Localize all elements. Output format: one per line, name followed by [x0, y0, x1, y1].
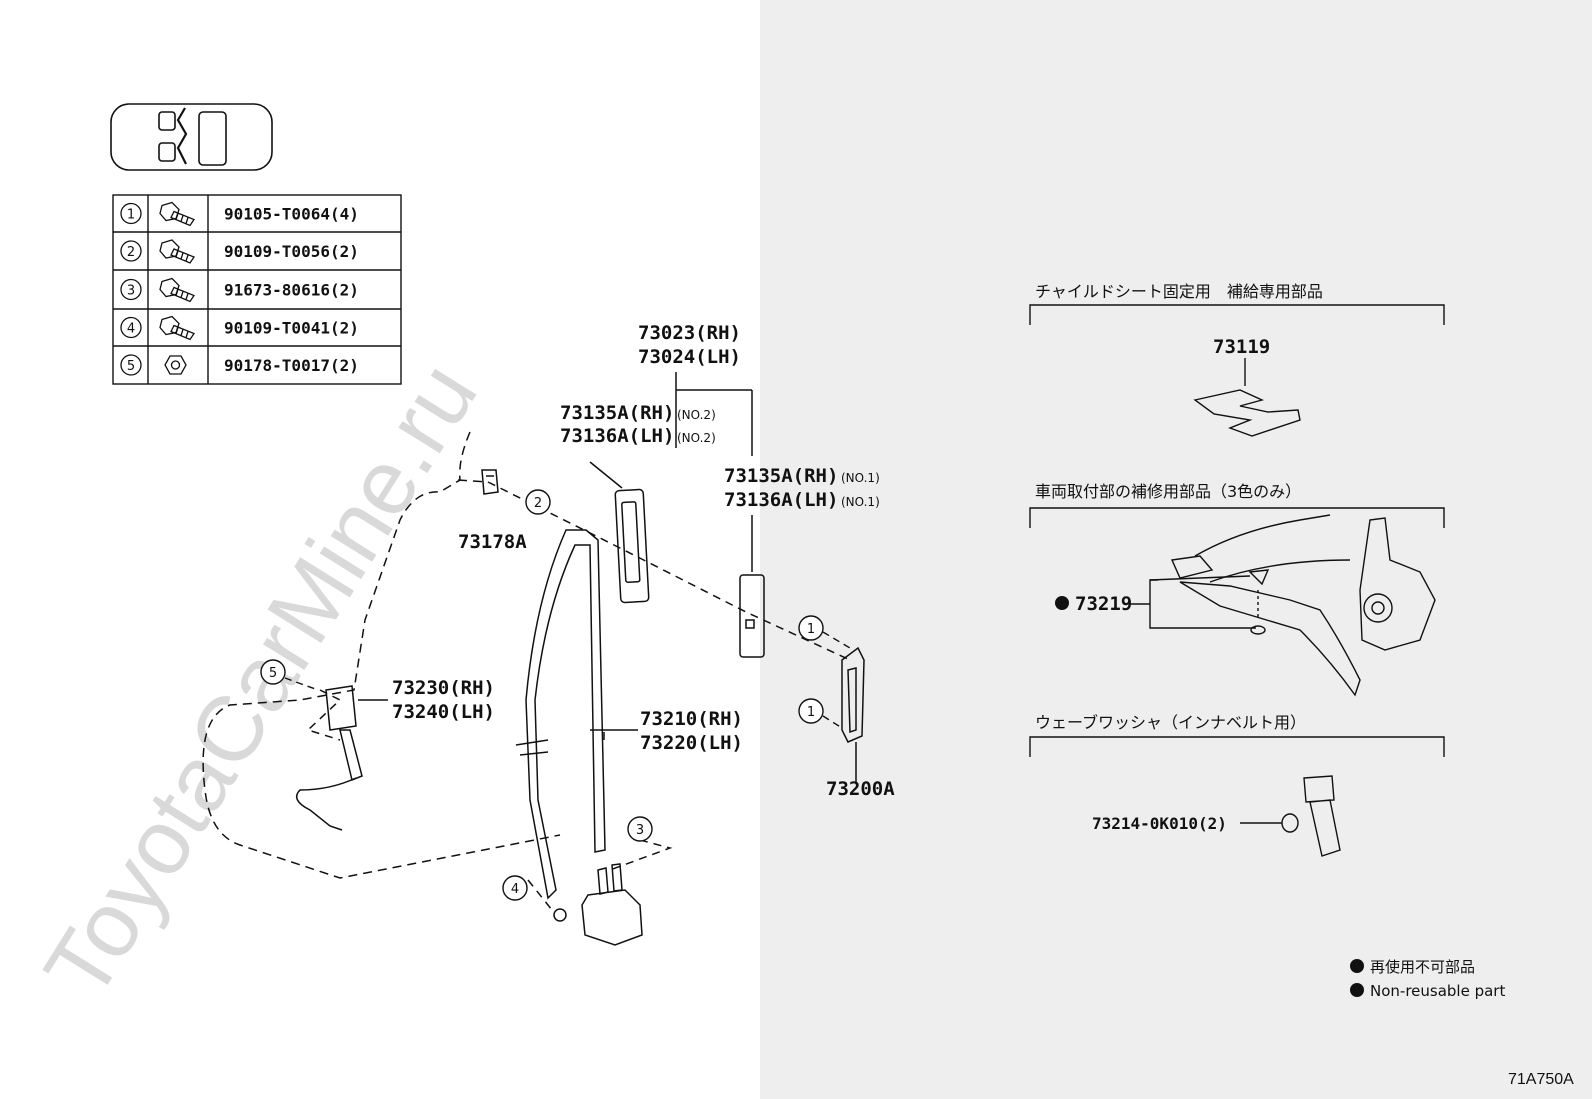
callout-4: 4 [511, 882, 519, 897]
callout-1a: 1 [807, 622, 815, 637]
table-index: 5 [127, 359, 135, 374]
child-seat-bracket [1193, 389, 1301, 437]
inner-belt-sketch [1303, 775, 1341, 857]
label-cover2-rh: 73135A(RH) [560, 402, 674, 424]
label-child-seat-part: 73119 [1213, 336, 1270, 358]
section-washer: ウェーブワッシャ（インナベルト用） [1035, 713, 1306, 732]
table-index-circle [120, 240, 142, 262]
callout-circles [260, 489, 824, 901]
label-belt-lh: 73220(LH) [640, 732, 743, 754]
table-index: 1 [127, 208, 135, 223]
right-panel-background [760, 0, 1592, 1099]
table-part-number: 91673-80616(2) [224, 281, 359, 300]
cover-no2 [614, 488, 650, 604]
label-guide-lh: 73024(LH) [638, 346, 741, 368]
vehicle-position-icon [110, 103, 273, 171]
legend-jp: 再使用不可部品 [1370, 958, 1475, 976]
label-clip: 73178A [458, 531, 527, 553]
label-cover1-lh-no: (NO.1) [841, 495, 880, 509]
legend-dot-jp [1350, 959, 1364, 973]
non-reusable-dot [1055, 596, 1069, 610]
label-guide-rh: 73023(RH) [638, 322, 741, 344]
legend-en: Non-reusable part [1370, 982, 1505, 1000]
table-index-circle [120, 278, 142, 301]
label-buckle-lh: 73240(LH) [392, 701, 495, 723]
table-index: 2 [127, 245, 135, 260]
bolt-icon [159, 201, 195, 227]
bolt-icon [159, 315, 195, 341]
legend-dot-en [1350, 983, 1364, 997]
belt-webbing [525, 529, 606, 900]
callout-2: 2 [534, 496, 542, 511]
nut-icon [164, 355, 187, 375]
clip-73178A [481, 469, 499, 495]
table-index: 3 [127, 284, 135, 299]
section-child-seat: チャイルドシート固定用 補給専用部品 [1035, 282, 1323, 301]
cover-no1 [739, 574, 765, 658]
buckle-73230 [325, 685, 363, 782]
label-washer-part: 73214-0K010(2) [1092, 814, 1227, 833]
table-index-circle [120, 316, 142, 339]
label-cover1-lh: 73136A(LH) [724, 489, 838, 511]
table-part-number: 90109-T0041(2) [224, 319, 359, 338]
label-belt-rh: 73210(RH) [640, 708, 743, 730]
table-index-circle [120, 202, 142, 225]
callout-1b: 1 [807, 705, 815, 720]
bolt-icon [159, 239, 195, 264]
diagram-code: 71A750A [1508, 1071, 1574, 1088]
label-adjuster: 73200A [826, 778, 895, 800]
retractor [581, 863, 643, 946]
callout-5: 5 [269, 666, 277, 681]
table-part-number: 90105-T0064(4) [224, 205, 359, 224]
adjuster-73200A [841, 646, 865, 743]
label-cover1-rh-no: (NO.1) [841, 471, 880, 485]
table-part-number: 90109-T0056(2) [224, 242, 359, 261]
table-index-circle [120, 354, 142, 376]
retractor-sketch [1359, 517, 1436, 651]
table-part-number: 90178-T0017(2) [224, 356, 359, 375]
repair-bracket-sketch [1170, 555, 1361, 697]
callout-3: 3 [636, 823, 644, 838]
label-repair-part: 73219 [1075, 593, 1132, 615]
fastener-table [112, 194, 402, 385]
table-index: 4 [127, 322, 135, 337]
label-cover2-lh-no: (NO.2) [677, 431, 716, 445]
label-cover1-rh: 73135A(RH) [724, 465, 838, 487]
label-cover2-rh-no: (NO.2) [677, 408, 716, 422]
label-cover2-lh: 73136A(LH) [560, 425, 674, 447]
seat-outline [202, 431, 561, 879]
section-repair: 車両取付部の補修用部品（3色のみ） [1035, 482, 1301, 501]
label-buckle-rh: 73230(RH) [392, 677, 495, 699]
bolt-icon [159, 277, 195, 303]
